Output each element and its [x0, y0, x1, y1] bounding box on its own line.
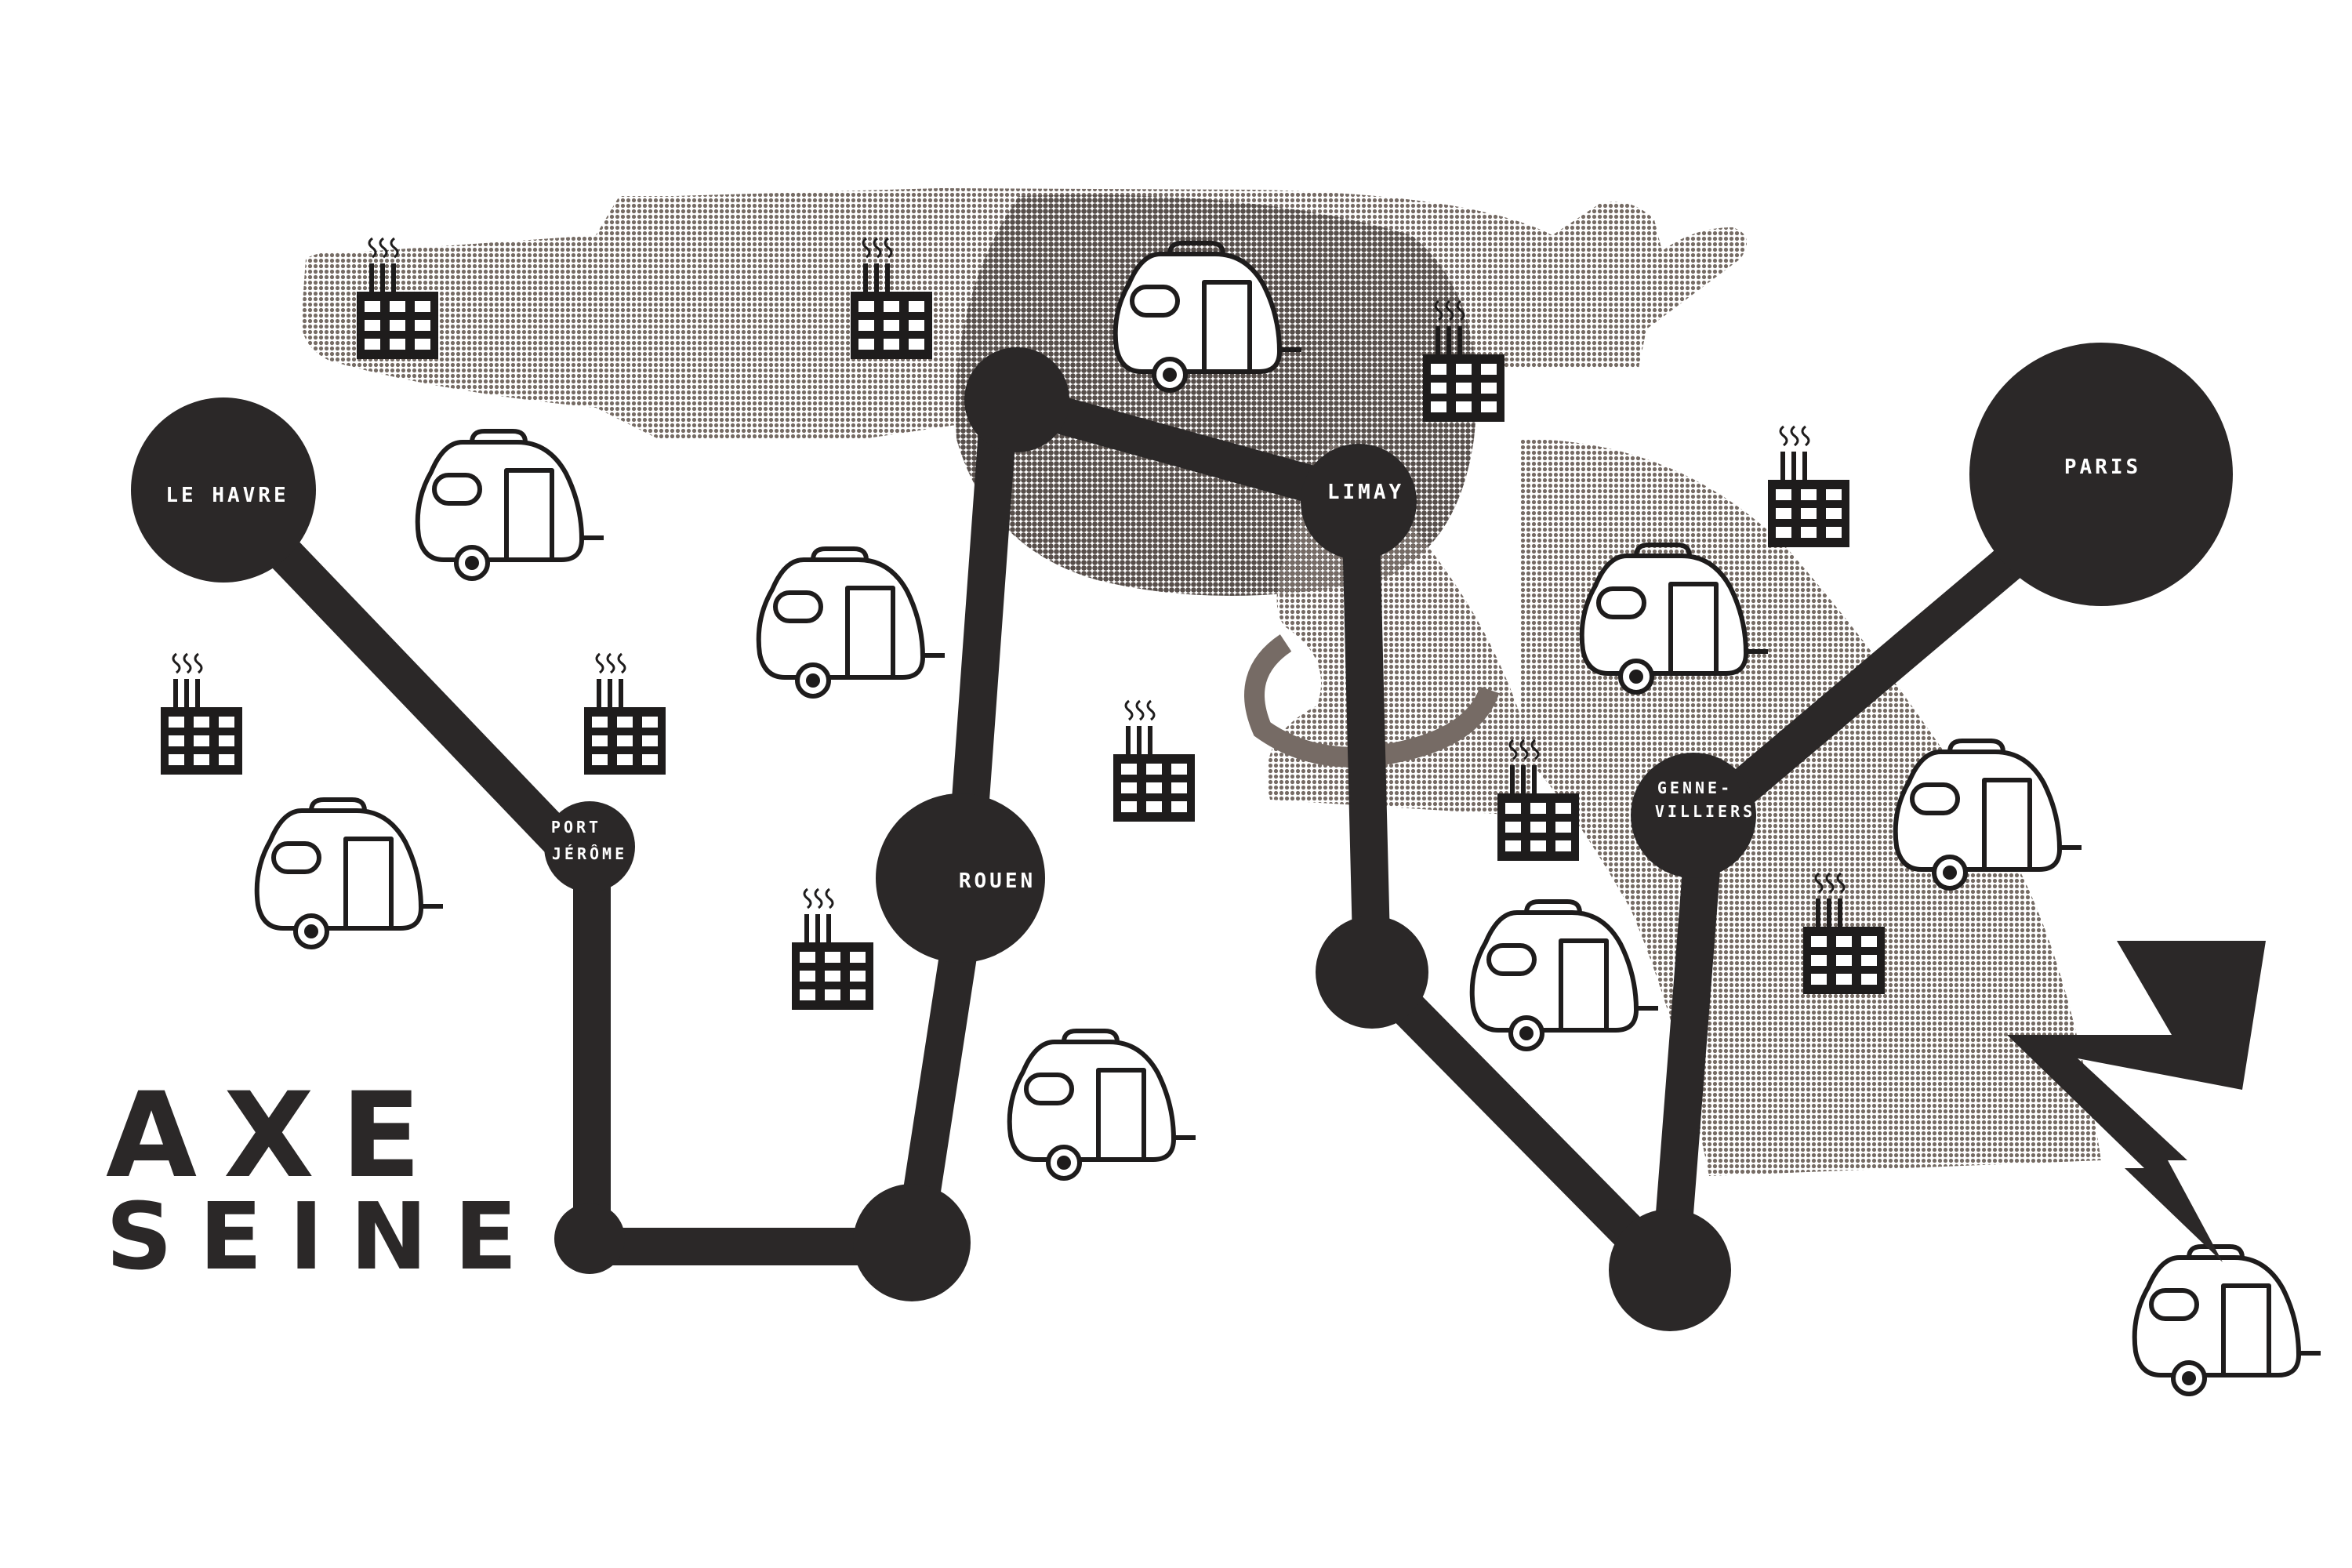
route-nodes: [131, 343, 2233, 1331]
caravan-icon: [1010, 1031, 1196, 1178]
factory-icon: [583, 652, 667, 776]
title-line-seine: SEINE: [106, 1182, 544, 1290]
diagram-title: AXE SEINE: [106, 1068, 544, 1290]
label-le-havre: LE HAVRE: [165, 484, 289, 507]
caravan-icon: [759, 549, 945, 696]
node-waypoint: [1609, 1209, 1731, 1331]
label-gennevilliers-line2: VILLIERS: [1655, 802, 1755, 821]
node-rouen: [876, 793, 1045, 963]
factory-icon: [1112, 699, 1196, 823]
factory-icon: [1766, 425, 1851, 549]
label-limay: LIMAY: [1327, 481, 1404, 504]
node-gennevilliers: [1631, 753, 1756, 878]
caravan-icon: [2135, 1247, 2321, 1394]
label-port-jerome-line2: JÉRÔME: [552, 844, 627, 863]
caravan-icon: [1896, 741, 2082, 888]
label-rouen: ROUEN: [959, 869, 1036, 893]
node-waypoint: [964, 347, 1069, 452]
label-paris: PARIS: [2064, 456, 2141, 479]
title-line-axe: AXE: [106, 1068, 448, 1204]
node-port-jerome: [544, 801, 635, 892]
caravan-icon: [257, 800, 443, 947]
factory-icon: [790, 887, 875, 1011]
node-paris: [1969, 343, 2233, 606]
factory-icon: [159, 652, 244, 776]
lightning-bolt-icon: [2007, 941, 2266, 1262]
node-waypoint: [853, 1184, 971, 1301]
node-limay: [1301, 444, 1417, 560]
caravan-icon: [1472, 902, 1658, 1049]
label-port-jerome-line1: PORT: [551, 818, 601, 837]
node-waypoint: [1316, 916, 1428, 1029]
label-gennevilliers-line1: GENNE-: [1657, 779, 1733, 797]
node-le-havre: [131, 397, 316, 583]
node-labels: LE HAVRE PORT JÉRÔME ROUEN LIMAY GENNE- …: [165, 456, 2141, 893]
node-waypoint: [554, 1203, 625, 1274]
caravan-icon: [418, 431, 604, 579]
